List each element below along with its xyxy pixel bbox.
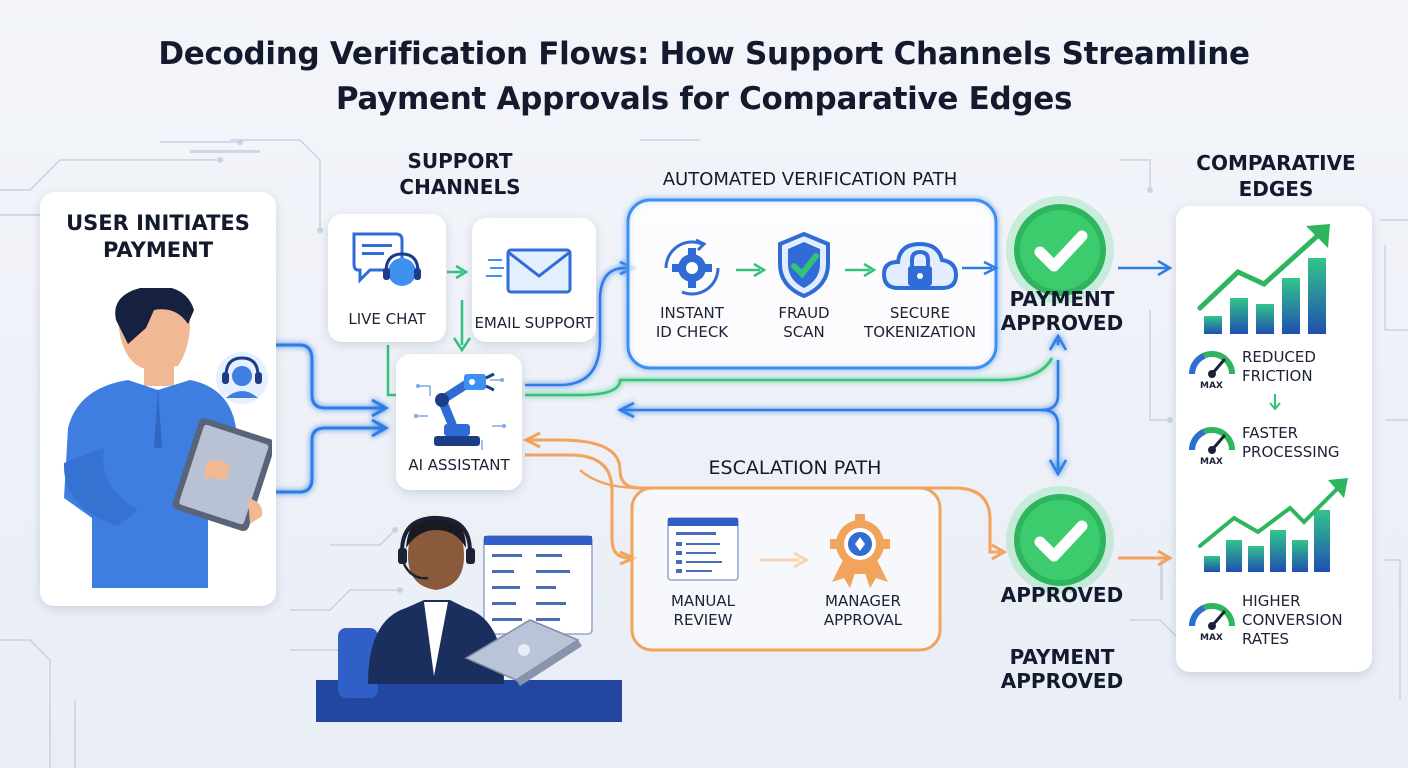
faster-processing-label: Faster Processing [1242,424,1340,461]
document-icon [667,517,739,581]
gauge-max-label: MAX [1200,381,1223,390]
shield-check-icon [778,231,830,299]
live-chat-card[interactable]: Live Chat [328,214,446,342]
payment-approved-bottom-label: Payment Approved [1000,645,1124,693]
ai-assistant-label: AI Assistant [408,456,510,474]
check-badge-icon [1006,486,1114,594]
escalation-path-heading: Escalation Path [708,457,882,479]
ai-assistant-card[interactable]: AI Assistant [396,354,522,490]
approved-label: Approved [1000,583,1124,607]
payment-approved-top-label: Payment Approved [1000,287,1124,335]
gear-icon [664,238,720,296]
comparative-edges-card: MAX Reduced Friction MAX Faster Processi… [1176,206,1372,672]
title-line-1: Decoding Verification Flows: How Support… [158,36,1250,72]
bar-chart-icon [1197,224,1330,334]
page-title: Decoding Verification Flows: How Support… [0,32,1408,122]
live-chat-label: Live Chat [348,310,426,328]
automated-path-heading: Automated Verification Path [662,169,958,190]
manual-review-label: Manual Review [670,592,736,629]
user-card: User Initiates Payment [40,192,276,606]
higher-conversion-rates-label: Higher Conversion Rates [1242,592,1343,648]
check-badge-icon [1006,196,1114,304]
fraud-scan-label: Fraud Scan [778,304,830,341]
support-agent-illustration [316,515,622,722]
title-line-2: Payment Approvals for Comparative Edges [335,81,1073,117]
gauge-max-label: MAX [1200,457,1223,466]
email-icon [486,248,572,294]
gauge-max-label: MAX [1200,633,1223,642]
comparative-edges-heading: Comparative Edges [1196,151,1356,201]
user-heading: User Initiates Payment [66,211,250,262]
bar-chart-icon [1198,478,1348,572]
email-support-card[interactable]: Email Support [472,218,596,342]
gauge-icon: MAX [1189,427,1235,466]
support-channels-heading: Support Channels [399,149,521,199]
live-chat-icon [352,232,421,286]
cloud-lock-icon [881,241,959,290]
instant-id-check-label: Instant ID Check [655,304,729,341]
gauge-icon: MAX [1189,603,1235,642]
email-support-label: Email Support [474,314,594,332]
manager-approval-label: Manager Approval [823,592,903,629]
user-with-tablet-icon [63,288,272,588]
secure-tokenization-label: Secure Tokenization [864,304,976,341]
gauge-icon: MAX [1189,351,1235,390]
reduced-friction-label: Reduced Friction [1242,348,1316,385]
down-arrow-icon [1269,394,1281,411]
robot-arm-icon [414,372,506,450]
award-ribbon-icon [830,514,890,588]
